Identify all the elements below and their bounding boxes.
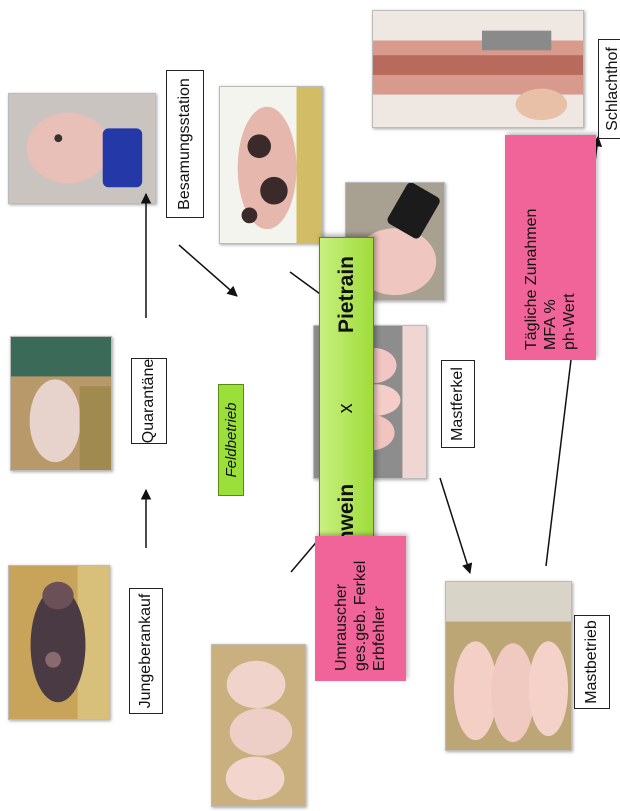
trait-geb-ferkel: ges.geb. Ferkel (351, 561, 370, 671)
photo-fattening-pigs (445, 581, 572, 751)
sow-traits-box: Umrauscher ges.geb. Ferkel Erbfehler (315, 536, 406, 681)
trait-umrauscher: Umrauscher (332, 584, 351, 671)
label-schlachthof: Schlachthof (598, 39, 620, 139)
slaughter-traits-box: Tägliche Zunahmen MFA % ph-Wert (505, 135, 596, 360)
label-jungeberankauf: Jungeberankauf (129, 588, 163, 714)
label-besamungsstation: Besamungsstation (166, 70, 204, 218)
photo-slaughterhouse (372, 10, 584, 128)
label-quarantaene: Quarantäne (131, 358, 167, 444)
photo-sows-group (211, 644, 306, 807)
photo-young-boar (8, 565, 110, 720)
label-feldbetrieb: Feldbetrieb (218, 384, 244, 496)
trait-taegliche-zunahmen: Tägliche Zunahmen (522, 209, 541, 350)
photo-pietrain-boar (219, 86, 323, 244)
photo-quarantine (10, 336, 112, 471)
breed-pietrain: Pietrain (335, 256, 359, 333)
trait-mfa: MFA % (541, 299, 560, 350)
cross-symbol: x (335, 403, 358, 413)
trait-ph-wert: ph-Wert (560, 293, 579, 350)
trait-erbfehler: Erbfehler (370, 606, 389, 671)
arrow-station-to-cross (179, 245, 237, 296)
arrow-piglets-to-fattening (440, 478, 470, 573)
label-mastferkel: Mastferkel (441, 360, 475, 448)
label-mastbetrieb: Mastbetrieb (574, 615, 610, 709)
photo-boar-station (8, 93, 156, 204)
